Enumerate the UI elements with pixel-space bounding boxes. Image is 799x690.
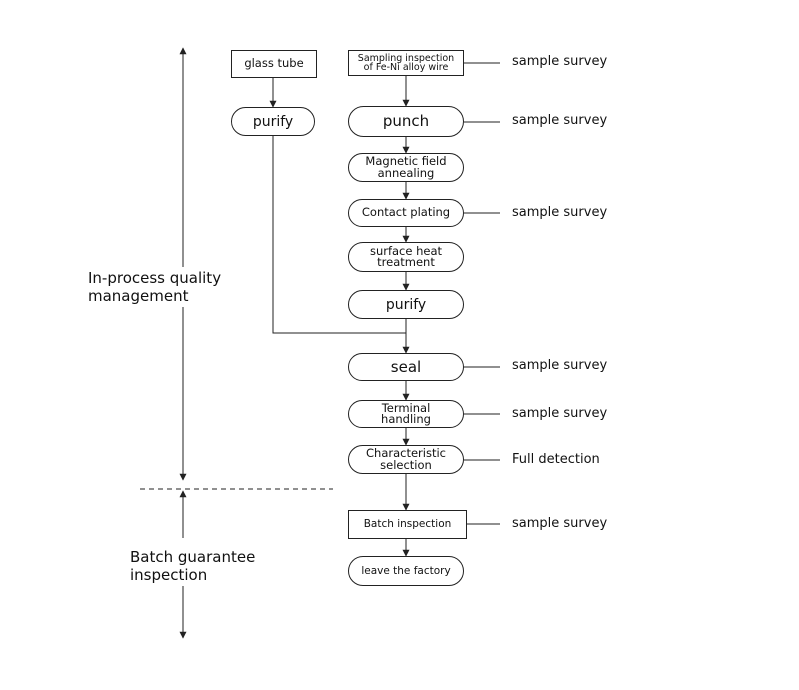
note-batch: sample survey <box>512 516 608 531</box>
node-punch: punch <box>348 106 464 137</box>
note-terminal: sample survey <box>512 406 608 421</box>
phase-label-in-process: In-process quality management <box>86 267 224 307</box>
node-purify-left: purify <box>231 107 315 136</box>
note-plating: sample survey <box>512 205 608 220</box>
node-sampling-inspection: Sampling inspection of Fe-Ni alloy wire <box>348 50 464 76</box>
purify-left-to-seal-line <box>272 136 406 334</box>
note-characteristic: Full detection <box>512 452 600 467</box>
note-sampling: sample survey <box>512 54 608 69</box>
node-glass-tube: glass tube <box>231 50 317 78</box>
node-contact-plating: Contact plating <box>348 199 464 227</box>
node-magnetic-annealing: Magnetic field annealing <box>348 153 464 182</box>
node-batch-inspection: Batch inspection <box>348 510 467 539</box>
node-characteristic-selection: Characteristic selection <box>348 445 464 474</box>
node-leave-factory: leave the factory <box>348 556 464 586</box>
node-surface-heat-treatment: surface heat treatment <box>348 242 464 272</box>
node-seal: seal <box>348 353 464 381</box>
phase-label-batch: Batch guarantee inspection <box>128 546 258 586</box>
note-punch: sample survey <box>512 113 608 128</box>
note-seal: sample survey <box>512 358 608 373</box>
node-terminal-handling: Terminal handling <box>348 400 464 428</box>
node-purify-main: purify <box>348 290 464 319</box>
